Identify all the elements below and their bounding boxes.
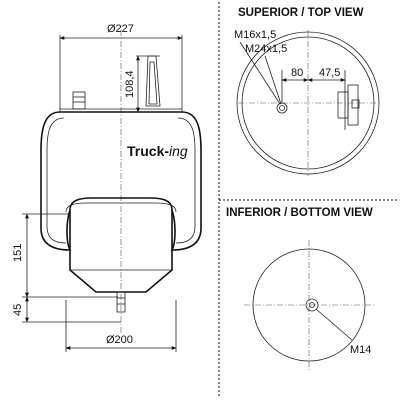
top-view-air-fitting [337,80,360,130]
top-view-title: SUPERIOR / TOP VIEW [238,7,364,19]
air-inlet-fitting [145,55,161,107]
dim-height-top: 108,4 [124,70,136,98]
dim-height-middle: 151 [12,244,24,262]
top-view-stud [276,102,288,114]
mounting-stud-bottom [116,291,126,313]
bottom-view: INFERIOR / BOTTOM VIEW M14 [226,207,374,370]
piston-top [69,197,173,211]
bellows-left-inner [46,117,67,244]
dim-47-5: 47,5 [319,67,340,79]
air-inlet-bore [148,61,158,105]
bottom-view-stud [305,298,319,312]
thread-label-bottom: M14 [350,344,371,356]
thread-label-1: M16x1,5 [234,29,276,41]
dim-80: 80 [291,67,303,79]
side-view: Truck-ing Ø227 108,4 151 45 Ø200 [12,23,202,352]
brand-logo: Truck-ing [127,143,188,159]
mounting-stud-left [72,91,86,110]
dim-height-bottom: 45 [12,304,24,316]
dim-diameter-bottom: Ø200 [106,334,133,346]
bellows-right-outer [170,111,202,251]
bellows-right-inner [175,117,196,244]
bellows-left-outer [40,111,72,251]
thread-label-2: M24x1,5 [245,43,287,55]
bottom-view-title: INFERIOR / BOTTOM VIEW [226,207,373,219]
top-view: SUPERIOR / TOP VIEW M16x1,5 M24x1,5 80 4… [234,7,380,176]
dim-diameter-top: Ø227 [107,23,134,35]
